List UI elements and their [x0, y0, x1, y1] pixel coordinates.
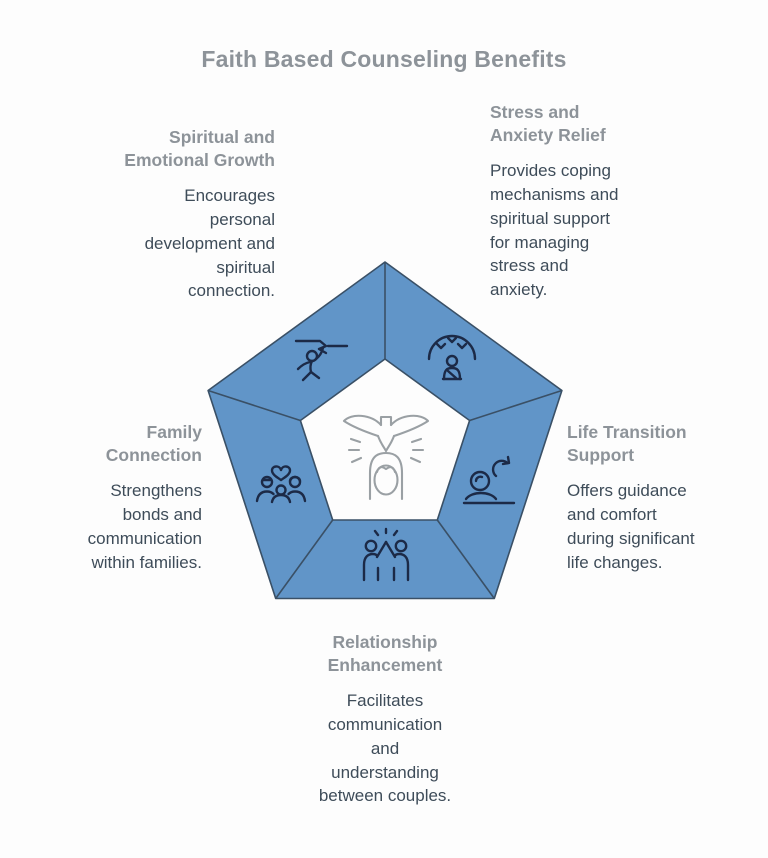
benefit-description: Encourages personal development and spir…	[144, 186, 275, 301]
benefit-description: Offers guidance and comfort during signi…	[567, 481, 695, 572]
family-heart-icon	[255, 465, 307, 504]
benefit-block-relationship: Relationship Enhancement Facilitates com…	[264, 631, 506, 808]
segment-dividers	[207, 262, 563, 599]
benefit-block-life-transition: Life Transition Support Offers guidance …	[567, 421, 742, 574]
benefit-title: Spiritual and Emotional Growth	[124, 127, 275, 171]
benefit-description: Strengthens bonds and communication with…	[87, 481, 202, 572]
stress-pressure-icon	[427, 334, 477, 381]
praying-woman-with-dove-icon	[342, 414, 430, 501]
benefit-title: Stress and Anxiety Relief	[490, 102, 606, 146]
page-title: Faith Based Counseling Benefits	[201, 46, 567, 72]
benefit-description: Facilitates communication and understand…	[318, 691, 452, 806]
personal-growth-icon	[294, 339, 349, 382]
pentagon-ring	[207, 261, 563, 600]
couple-high-five-icon	[362, 527, 410, 582]
benefit-title: Family Connection	[105, 422, 202, 466]
benefit-title: Relationship Enhancement	[327, 632, 443, 676]
benefit-block-spiritual-growth: Spiritual and Emotional Growth Encourage…	[75, 126, 275, 303]
benefit-block-family: Family Connection Strengthens bonds and …	[40, 421, 202, 574]
benefit-title: Life Transition Support	[567, 422, 687, 466]
benefit-description: Provides coping mechanisms and spiritual…	[490, 161, 619, 300]
life-change-refresh-icon	[462, 455, 516, 505]
benefit-block-stress-relief: Stress and Anxiety Relief Provides copin…	[490, 101, 675, 302]
